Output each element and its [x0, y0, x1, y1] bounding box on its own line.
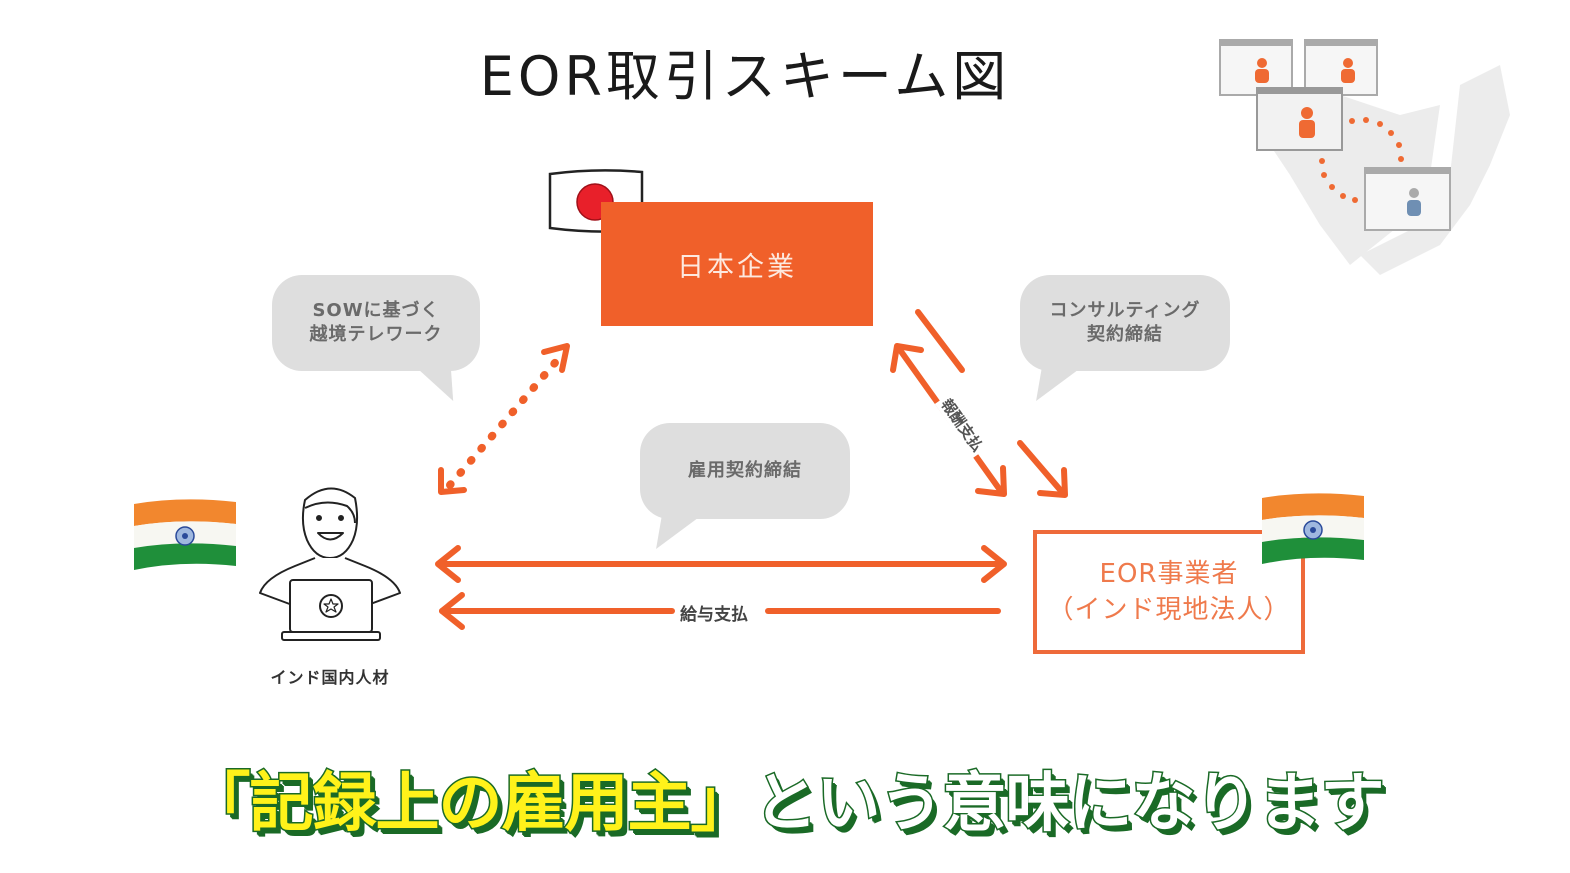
bubble-sow-line2: 越境テレワーク: [309, 324, 443, 345]
world-map-illustration: [1219, 39, 1510, 275]
sow-arrowhead-bottom: [438, 467, 467, 495]
contract-arrowhead-bottom: [975, 465, 1007, 497]
bubble-employment-label: 雇用契約締結: [688, 460, 802, 481]
bubble-consulting-contract: コンサルティング 契約締結: [1020, 275, 1230, 401]
reward-arrowhead: [1037, 467, 1068, 498]
reward-line-top: [915, 309, 965, 373]
reward-line-bottom: [1017, 440, 1065, 495]
caption-highlight: 「記録上の雇用主」: [185, 766, 756, 843]
eor-provider-node: EOR事業者 （インド現地法人）: [1033, 530, 1305, 654]
japan-company-label: 日本企業: [677, 251, 797, 283]
eor-provider-label-line1: EOR事業者: [1099, 559, 1239, 589]
bubble-employment-contract: 雇用契約締結: [640, 423, 850, 549]
sow-arrowhead-top: [541, 343, 570, 373]
employment-arrowhead-left: [435, 545, 461, 583]
video-window-1: [1219, 39, 1293, 96]
india-flag-icon: [1262, 493, 1364, 564]
subtitle-caption: 「記録上の雇用主」という意味になります: [0, 752, 1570, 844]
employment-arrowhead-right: [981, 545, 1007, 583]
video-window-2: [1304, 39, 1378, 96]
contract-arrowhead-top: [890, 343, 924, 373]
salary-arrowhead: [439, 592, 465, 630]
bubble-sow-line1: SOWに基づく: [312, 300, 440, 321]
bubble-sow-telework: SOWに基づく 越境テレワーク: [272, 275, 480, 401]
bubble-consulting-line1: コンサルティング: [1049, 300, 1201, 321]
india-talent-label: インド国内人材: [270, 668, 390, 687]
caption-rest: という意味になります: [752, 766, 1386, 843]
eor-provider-label-line2: （インド現地法人）: [1047, 595, 1291, 625]
japan-company-node: 日本企業: [601, 202, 873, 326]
video-window-3: [1256, 87, 1343, 151]
sow-dotted-arrow: [446, 353, 564, 489]
bubble-consulting-line2: 契約締結: [1087, 324, 1163, 345]
video-window-4: [1364, 167, 1451, 231]
salary-payment-label: 給与支払: [676, 600, 752, 625]
india-flag-icon: [134, 499, 236, 570]
dotted-connection: [1319, 117, 1404, 203]
diagram-title: EOR取引スキーム図: [479, 45, 1011, 108]
india-talent-person-icon: [259, 487, 401, 641]
